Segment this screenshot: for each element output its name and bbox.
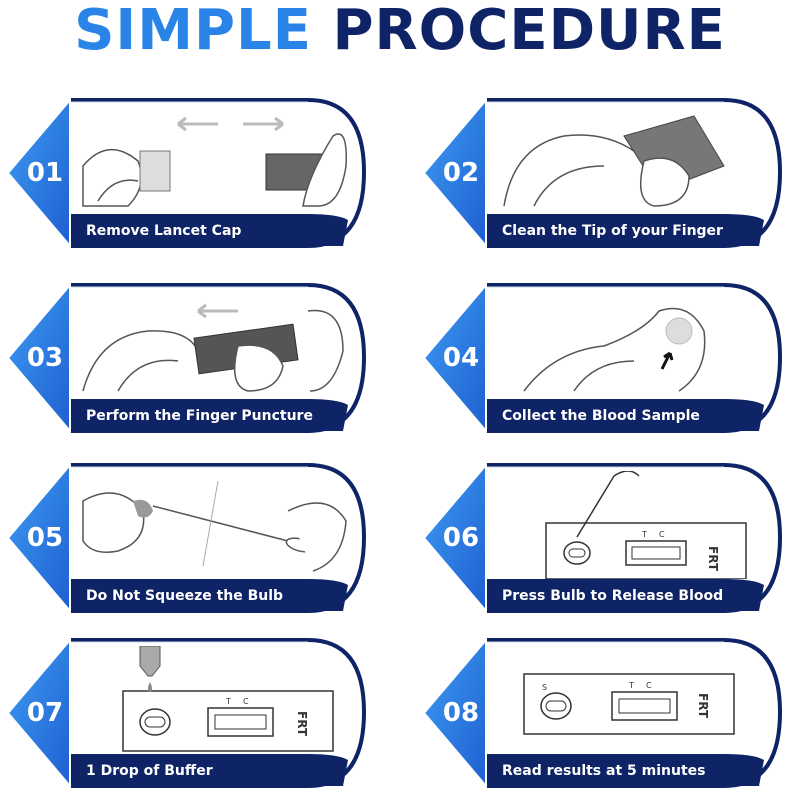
step-caption: Collect the Blood Sample — [502, 408, 700, 424]
test-cassette-result-icon: FRT S T C — [523, 673, 735, 735]
lancet-cap-removal-icon — [82, 116, 347, 207]
cassette-sample-mark: S — [542, 683, 547, 692]
step-card-03: 03 Perform the Finger Puncture — [6, 282, 368, 435]
number-badge-outline — [422, 462, 487, 614]
caption-bar — [70, 579, 348, 611]
step-number: 06 — [442, 523, 480, 553]
blood-drop-finger-icon — [523, 307, 706, 392]
step-card-06: FRT T C 06 Press Bulb to Release Blood — [422, 462, 784, 615]
step-frame — [6, 282, 367, 434]
step-caption: Read results at 5 minutes — [502, 763, 706, 779]
pipette-cassette-icon: FRT T C — [545, 471, 747, 579]
cassette-label: FRT — [706, 546, 720, 572]
caption-bar — [70, 754, 348, 786]
caption-bar — [70, 214, 348, 246]
pipette-bulb-icon — [82, 480, 347, 572]
number-badge-outline — [6, 637, 71, 789]
number-badge-outline — [422, 97, 487, 249]
caption-bar — [486, 754, 764, 786]
cassette-label: FRT — [295, 711, 309, 737]
step-caption: Press Bulb to Release Blood — [502, 588, 724, 604]
step-caption: Perform the Finger Puncture — [86, 408, 313, 424]
title-word-simple: SIMPLE — [74, 0, 312, 63]
number-badge — [8, 640, 70, 786]
number-badge-outline — [6, 282, 71, 434]
number-badge — [8, 285, 70, 431]
number-badge-outline — [422, 282, 487, 434]
step-card-07: FRT T C 07 1 Drop of Buffer — [6, 637, 368, 790]
number-badge — [424, 285, 486, 431]
buffer-drop-cassette-icon: FRT T C — [122, 646, 334, 752]
title-word-procedure: PROCEDURE — [332, 0, 726, 63]
number-badge — [424, 465, 486, 611]
cassette-control-mark: C — [659, 530, 665, 539]
number-badge — [424, 640, 486, 786]
number-badge — [424, 100, 486, 246]
step-card-08: FRT S T C 08 Read results at 5 minutes — [422, 637, 784, 790]
alcohol-pad-finger-icon — [503, 115, 725, 207]
number-badge — [8, 100, 70, 246]
lancet-puncture-icon — [82, 303, 344, 392]
number-badge-outline — [422, 637, 487, 789]
cassette-control-mark: C — [243, 697, 249, 706]
step-caption: 1 Drop of Buffer — [86, 763, 213, 779]
number-badge-outline — [6, 462, 71, 614]
caption-bar — [486, 579, 764, 611]
step-number: 05 — [26, 523, 64, 553]
step-card-05: 05 Do Not Squeeze the Bulb — [6, 462, 368, 615]
number-badge — [8, 465, 70, 611]
step-card-02: 02 Clean the Tip of your Finger — [422, 97, 784, 250]
step-card-01: 01 Remove Lancet Cap — [6, 97, 368, 250]
cassette-control-mark: C — [646, 681, 652, 690]
cassette-test-mark: T — [628, 681, 634, 690]
step-number: 02 — [442, 158, 480, 188]
step-number: 08 — [442, 698, 480, 728]
step-caption: Clean the Tip of your Finger — [502, 223, 723, 239]
number-badge-outline — [6, 97, 71, 249]
page-title: SIMPLE PROCEDURE — [0, 0, 800, 64]
cassette-test-mark: T — [641, 530, 647, 539]
caption-bar — [486, 214, 764, 246]
caption-bar — [70, 399, 348, 431]
step-caption: Remove Lancet Cap — [86, 223, 242, 239]
step-caption: Do Not Squeeze the Bulb — [86, 588, 284, 604]
step-number: 03 — [26, 343, 64, 373]
cassette-label: FRT — [696, 693, 710, 719]
cassette-test-mark: T — [225, 697, 231, 706]
step-number: 07 — [26, 698, 64, 728]
step-card-04: 04 Collect the Blood Sample — [422, 282, 784, 435]
step-number: 01 — [26, 158, 64, 188]
step-number: 04 — [442, 343, 480, 373]
step-frame — [6, 97, 367, 249]
caption-bar — [486, 399, 764, 431]
